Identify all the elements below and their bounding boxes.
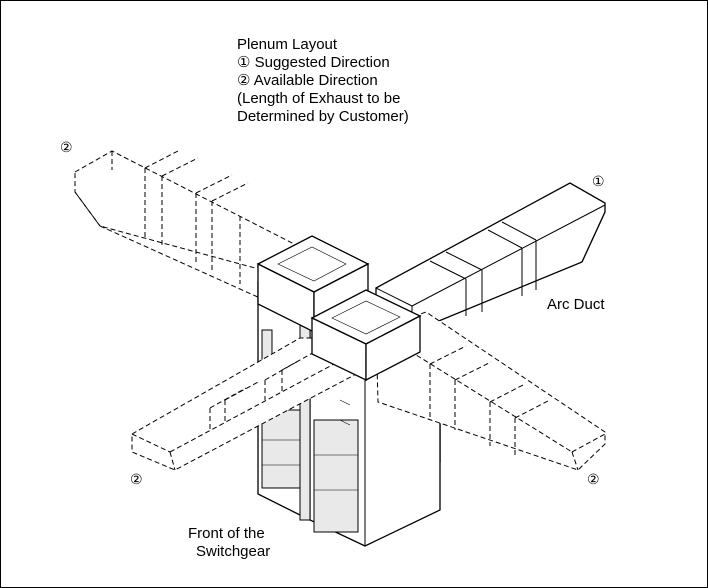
title-line-1: Plenum Layout — [237, 36, 338, 53]
title-line-5: Determined by Customer) — [237, 108, 409, 125]
marker-front-right: ② — [587, 471, 600, 487]
duct-front-left — [131, 337, 361, 471]
marker-back-left: ② — [60, 139, 73, 155]
marker-front-left: ② — [130, 471, 143, 487]
title-line-3: ② Available Direction — [237, 72, 378, 89]
arc-duct-label: Arc Duct — [547, 296, 605, 313]
marker-back-right: ① — [592, 173, 605, 189]
front-label-line-2: Switchgear — [196, 543, 271, 560]
duct-front-right — [375, 311, 606, 471]
title-line-2: ① Suggested Direction — [237, 54, 390, 71]
plenum-boxes — [256, 235, 422, 382]
duct-back-left — [74, 149, 302, 299]
front-label-line-1: Front of the — [188, 525, 265, 542]
title-line-4: (Length of Exhaust to be — [237, 90, 401, 107]
